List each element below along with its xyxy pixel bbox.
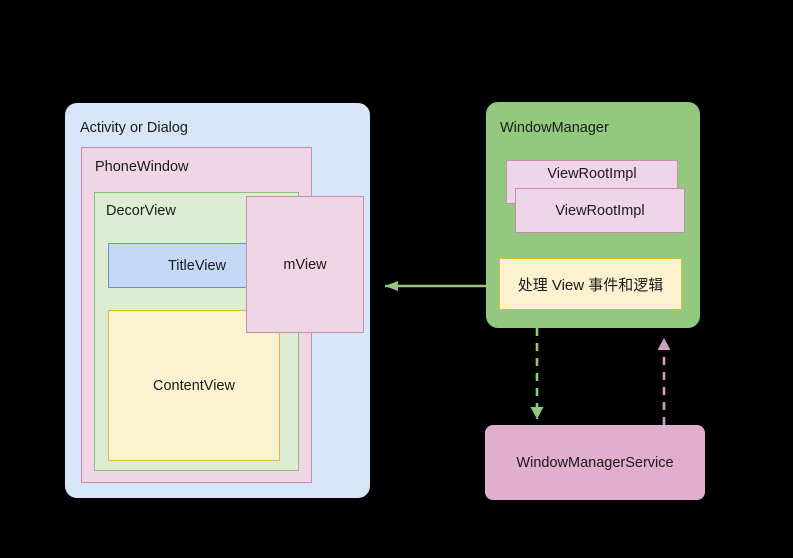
mview-box: mView bbox=[246, 196, 364, 333]
contentview-label: ContentView bbox=[153, 377, 235, 394]
mview-label: mView bbox=[283, 256, 327, 273]
viewrootimpl-box-front: ViewRootImpl bbox=[515, 188, 685, 233]
phonewindow-label: PhoneWindow bbox=[95, 159, 189, 175]
viewrootimpl-label-front: ViewRootImpl bbox=[555, 202, 645, 219]
decorview-label: DecorView bbox=[106, 203, 176, 219]
titleview-label: TitleView bbox=[167, 257, 227, 274]
windowmanagerservice-box: WindowManagerService bbox=[485, 425, 705, 500]
windowmanager-label: WindowManager bbox=[500, 120, 609, 136]
windowmanagerservice-label: WindowManagerService bbox=[516, 454, 674, 471]
activity-or-dialog-label: Activity or Dialog bbox=[80, 120, 188, 136]
contentview-box: ContentView bbox=[108, 310, 280, 461]
handler-note-label: 处理 View 事件和逻辑 bbox=[517, 276, 664, 294]
viewrootimpl-label-back: ViewRootImpl bbox=[547, 166, 637, 182]
handler-note-box: 处理 View 事件和逻辑 bbox=[499, 258, 682, 310]
